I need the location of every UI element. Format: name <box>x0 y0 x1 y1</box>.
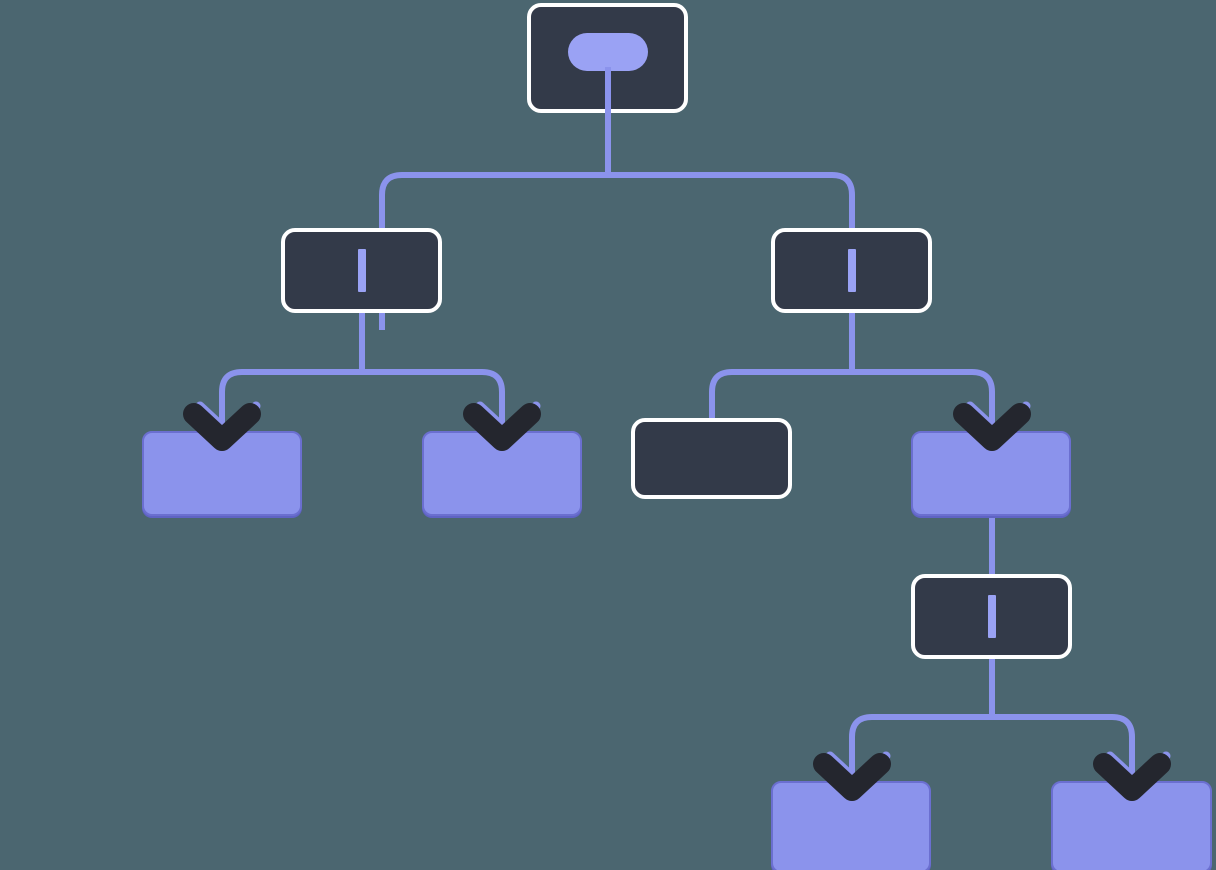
node-accent-bar <box>357 249 366 292</box>
level3-leaf-2[interactable] <box>422 431 582 516</box>
level5-leaf-1[interactable] <box>771 781 931 870</box>
level2-left-node[interactable] <box>281 228 442 313</box>
level3-dark-node[interactable] <box>631 418 792 499</box>
root-accent-stem <box>604 67 611 115</box>
level3-leaf-1[interactable] <box>142 431 302 516</box>
root-node[interactable] <box>527 3 688 115</box>
root-accent-pill <box>567 33 648 71</box>
level3-leaf-3[interactable] <box>911 431 1071 516</box>
level5-leaf-2[interactable] <box>1051 781 1212 870</box>
level4-dark-node[interactable] <box>911 574 1072 659</box>
node-accent-bar <box>987 595 996 638</box>
level2-right-node[interactable] <box>771 228 932 313</box>
node-accent-bar <box>847 249 856 292</box>
